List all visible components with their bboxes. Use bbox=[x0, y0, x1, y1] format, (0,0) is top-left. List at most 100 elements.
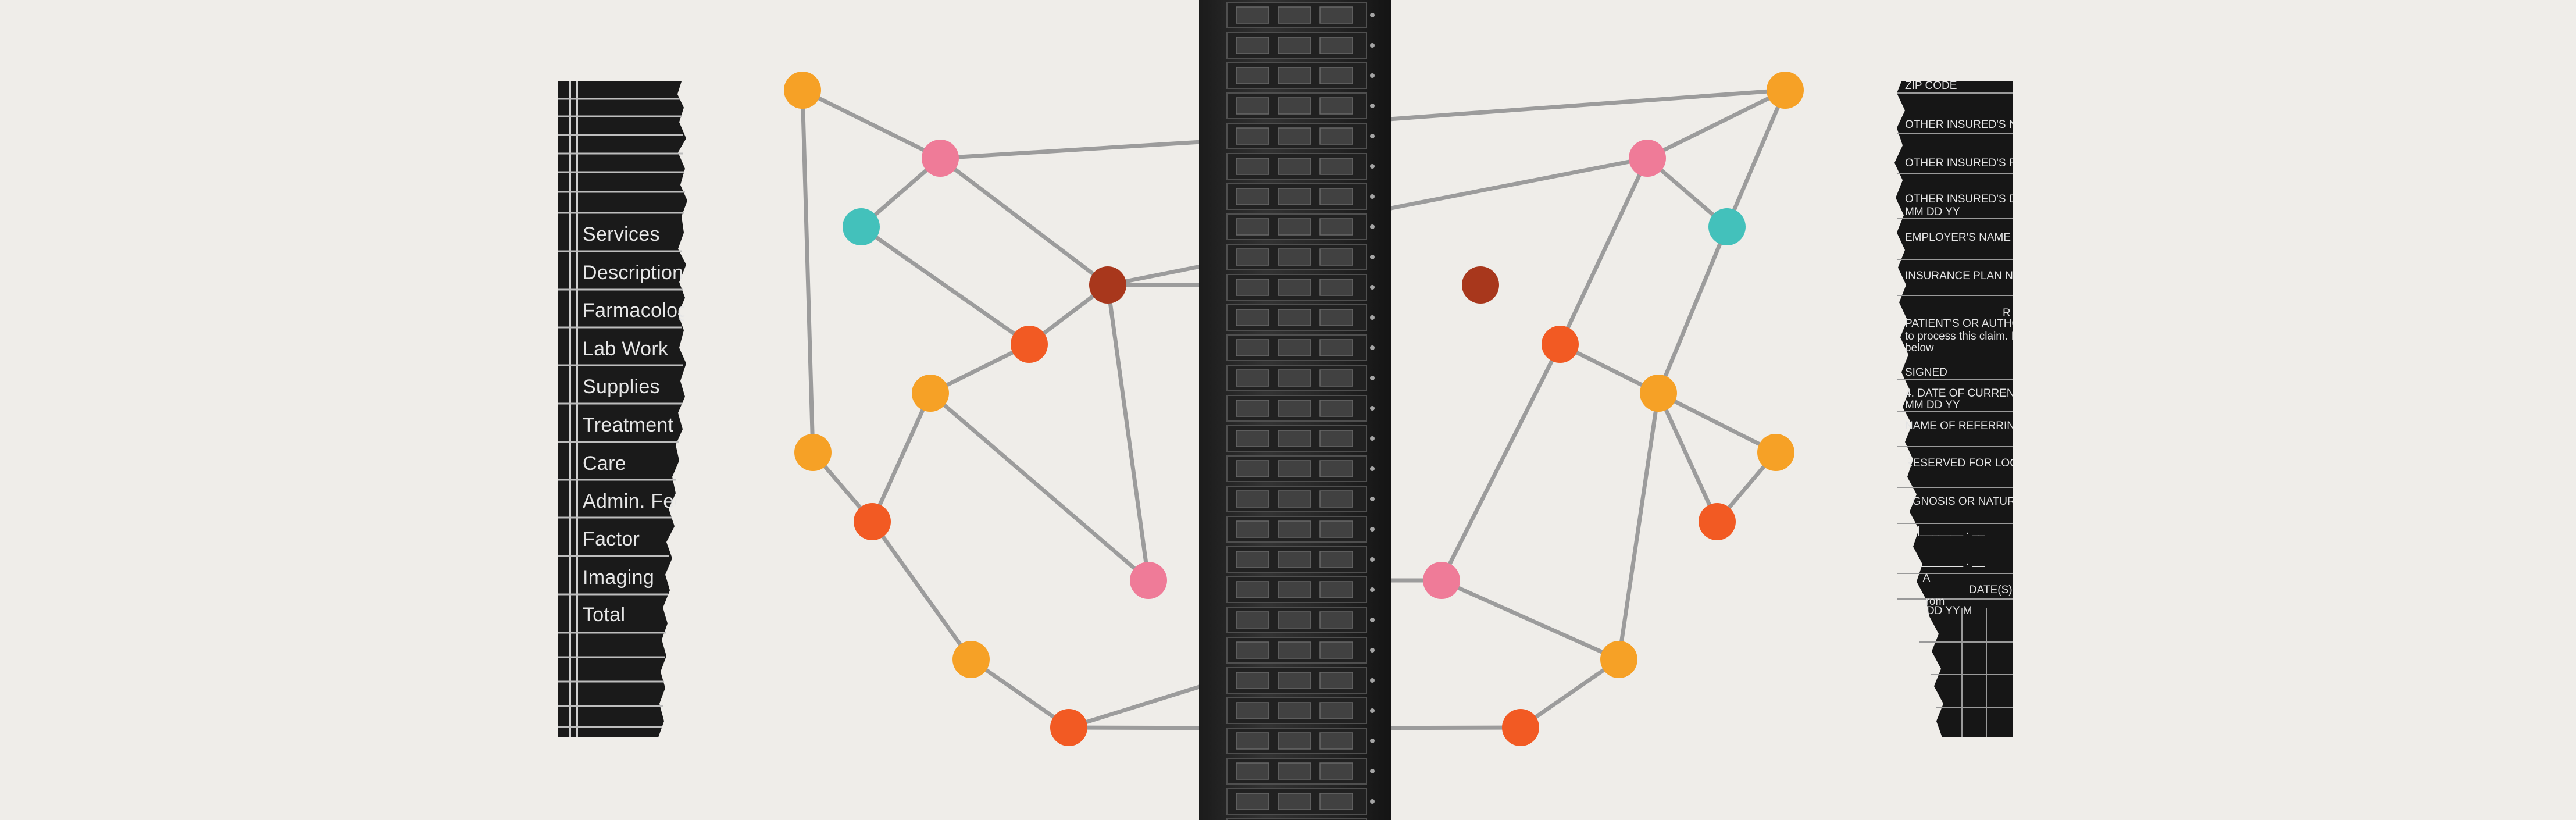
graph-node bbox=[794, 434, 832, 471]
graph-node bbox=[1600, 641, 1637, 678]
graph-node bbox=[784, 72, 821, 109]
graph-edge bbox=[859, 224, 1032, 347]
rack-unit bbox=[1226, 637, 1375, 664]
graph-edge bbox=[938, 156, 1110, 287]
graph-node bbox=[1502, 709, 1539, 746]
rack-unit bbox=[1226, 788, 1375, 815]
graph-node bbox=[952, 641, 990, 678]
graph-edge bbox=[1439, 578, 1621, 662]
graph-node bbox=[1640, 375, 1677, 412]
rack-unit bbox=[1226, 607, 1375, 633]
list-item: Treatment bbox=[583, 414, 674, 436]
form-field-label: DATE(S) OF SE bbox=[1969, 584, 2049, 596]
rack-unit bbox=[1226, 32, 1375, 59]
graph-edge bbox=[1656, 224, 1729, 395]
form-field-label: MM DD YY bbox=[1905, 399, 1960, 411]
rack-unit bbox=[1226, 213, 1375, 240]
server-rack bbox=[1199, 0, 1391, 820]
graph-node bbox=[1767, 72, 1804, 109]
graph-node bbox=[1130, 562, 1167, 599]
rack-unit bbox=[1226, 395, 1375, 422]
graph-edge bbox=[1725, 88, 1787, 229]
form-field-label: MM DD YY bbox=[1905, 206, 1960, 218]
list-item: Supplies bbox=[583, 376, 660, 398]
form-field-label: 4. DATE OF CURRENT: bbox=[1905, 387, 2024, 400]
graph-edge bbox=[1518, 657, 1621, 730]
form-field-label: below bbox=[1905, 342, 1934, 354]
rack-unit bbox=[1226, 183, 1375, 210]
graph-node bbox=[1542, 326, 1579, 363]
graph-edge bbox=[928, 391, 1151, 583]
form-field-label: EMPLOYER'S NAME OR bbox=[1905, 231, 2031, 244]
form-field-label: AGNOSIS OR NATUR bbox=[1905, 495, 2015, 508]
rack-unit bbox=[1226, 274, 1375, 301]
graph-node bbox=[1757, 434, 1794, 471]
rack-unit bbox=[1226, 62, 1375, 89]
rack-unit bbox=[1226, 758, 1375, 785]
list-item: Farmacology bbox=[583, 300, 699, 322]
rack-unit bbox=[1226, 455, 1375, 482]
form-field-label: to process this claim. I al bbox=[1905, 330, 2026, 343]
graph-edge bbox=[1347, 88, 1787, 124]
form-field-label: RESERVED FOR LOCA bbox=[1905, 457, 2025, 469]
rack-unit bbox=[1226, 334, 1375, 361]
graph-node bbox=[1011, 326, 1048, 363]
graph-node bbox=[922, 140, 959, 177]
form-field-label: ZIP CODE bbox=[1905, 80, 1957, 92]
rack-unit bbox=[1226, 818, 1367, 820]
list-item: Total bbox=[583, 604, 626, 626]
rack-unit bbox=[1226, 697, 1375, 724]
list-item: Services bbox=[583, 223, 660, 245]
rack-unit bbox=[1226, 576, 1375, 603]
rack-unit bbox=[1226, 244, 1375, 270]
rack-unit bbox=[1226, 516, 1375, 543]
graph-edge bbox=[1645, 88, 1787, 161]
graph-node bbox=[1629, 140, 1666, 177]
form-field-label: 2. |_______ . __ bbox=[1905, 555, 1985, 568]
graph-edge bbox=[1347, 156, 1650, 219]
list-item: Factor bbox=[583, 528, 640, 550]
graph-edge bbox=[1105, 283, 1151, 583]
form-field-label: SIGNED bbox=[1905, 366, 1947, 379]
form-field-label: NAME OF REFERRING bbox=[1905, 420, 2024, 432]
graph-edge bbox=[800, 88, 815, 455]
graph-edge bbox=[1617, 391, 1661, 662]
graph-node bbox=[1462, 266, 1499, 304]
rack-unit bbox=[1226, 667, 1375, 694]
form-field-label: OTHER INSURED'S DATE bbox=[1905, 193, 2038, 205]
graph-node bbox=[843, 208, 880, 245]
list-item: Lab Work bbox=[583, 338, 669, 360]
rack-unit bbox=[1226, 92, 1375, 119]
graph-node bbox=[1423, 562, 1460, 599]
graph-node bbox=[1699, 503, 1736, 540]
form-field-label: OTHER INSURED'S NAME bbox=[1905, 119, 2041, 131]
graph-edge bbox=[800, 88, 943, 161]
rack-unit bbox=[1226, 304, 1375, 331]
form-field-label: OTHER INSURED'S POLICY bbox=[1905, 157, 2050, 169]
rack-unit bbox=[1226, 486, 1375, 512]
form-field-label: R bbox=[2003, 307, 2011, 319]
rack-unit bbox=[1226, 2, 1375, 28]
graph-node bbox=[1089, 266, 1126, 304]
rack-unit bbox=[1226, 153, 1375, 180]
graph-edge bbox=[870, 391, 933, 524]
graph-edge bbox=[969, 657, 1071, 730]
list-item: Imaging bbox=[583, 566, 655, 589]
graph-node bbox=[854, 503, 891, 540]
graph-node bbox=[1708, 208, 1746, 245]
graph-edge bbox=[870, 519, 973, 662]
list-item: Admin. Fee bbox=[583, 490, 686, 512]
rack-unit bbox=[1226, 425, 1375, 452]
graph-edge bbox=[1439, 342, 1562, 583]
graph-edge bbox=[1558, 156, 1650, 347]
form-field-label: INSURANCE PLAN NAME bbox=[1905, 270, 2037, 282]
graph-edge bbox=[938, 137, 1241, 161]
form-field-label: PATIENT'S OR AUTHO bbox=[1905, 318, 2021, 330]
rack-unit bbox=[1226, 546, 1375, 573]
list-item: Care bbox=[583, 452, 626, 475]
rack-unit bbox=[1226, 728, 1375, 754]
